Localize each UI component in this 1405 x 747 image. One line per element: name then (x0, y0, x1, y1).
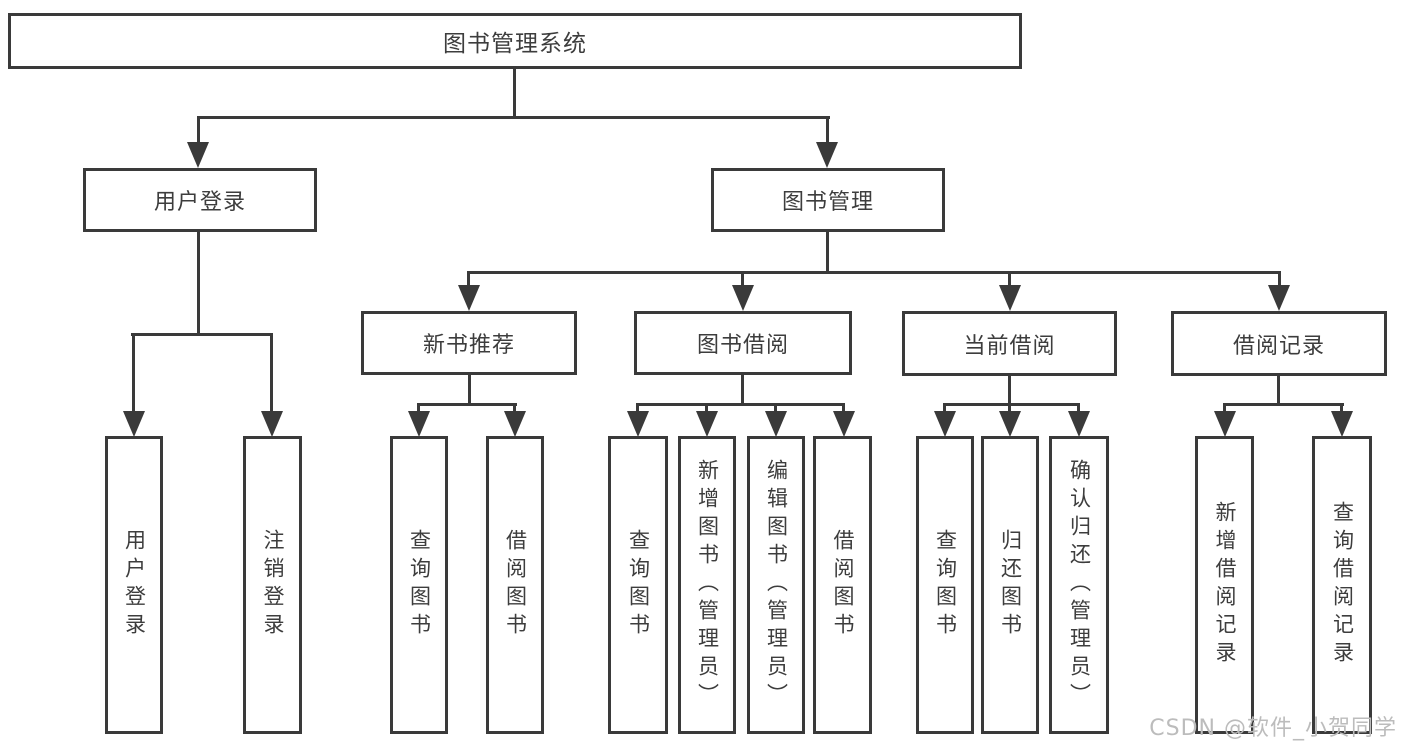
node-label: 新增借阅记录 (1213, 501, 1238, 669)
connector-drop (270, 333, 273, 412)
connector-stem (1008, 373, 1011, 405)
node-book-borrowing: 图书借阅 (634, 311, 852, 375)
node-new-book-recommendation: 新书推荐 (361, 311, 577, 375)
node-label: 当前借阅 (963, 333, 1056, 359)
node-label: 借阅图书 (831, 529, 856, 641)
leaf-add-borrow-record: 新增借阅记录 (1195, 436, 1254, 734)
node-label: 归还图书 (998, 529, 1023, 641)
connector-book-mgmt-rail (467, 271, 1281, 274)
down-arrowhead-icon (696, 411, 718, 437)
node-label: 借阅图书 (503, 529, 528, 641)
node-label: 查询图书 (626, 529, 651, 641)
down-arrowhead-icon (999, 411, 1021, 437)
down-arrowhead-icon (816, 142, 838, 168)
leaf-confirm-return-admin: 确认归还（管理员） (1049, 436, 1109, 734)
connector-drop (1077, 403, 1080, 413)
node-borrowing-records: 借阅记录 (1171, 311, 1387, 376)
connector-root-stem (513, 68, 516, 118)
node-label: 确认归还（管理员） (1067, 459, 1092, 711)
connector-book-mgmt-stem (826, 230, 829, 274)
down-arrowhead-icon (934, 411, 956, 437)
leaf-edit-books-admin: 编辑图书（管理员） (747, 436, 805, 734)
node-label: 查询图书 (407, 529, 432, 641)
node-label: 新增图书（管理员） (695, 459, 720, 711)
node-label: 图书管理 (781, 190, 874, 215)
connector-stem (468, 373, 471, 405)
node-label: 查询图书 (933, 529, 958, 641)
connector-book-mgmt-drop (826, 116, 829, 147)
connector-rail (1223, 403, 1344, 406)
node-book-management: 图书管理 (711, 168, 945, 232)
connector-drop (1278, 271, 1281, 289)
leaf-return-books: 归还图书 (981, 436, 1039, 734)
down-arrowhead-icon (1068, 411, 1090, 437)
connector-drop (1008, 403, 1011, 413)
down-arrowhead-icon (732, 285, 754, 311)
node-label: 用户登录 (122, 529, 147, 641)
connector-drop (1223, 403, 1226, 413)
leaf-borrow-books-recommend: 借阅图书 (486, 436, 544, 734)
connector-drop (774, 403, 777, 413)
down-arrowhead-icon (627, 411, 649, 437)
connector-root-rail (197, 116, 830, 119)
node-user-login: 用户登录 (83, 168, 317, 232)
connector-drop (467, 271, 470, 289)
connector-drop (132, 333, 135, 412)
node-label: 编辑图书（管理员） (764, 459, 789, 711)
connector-stem (1277, 373, 1280, 405)
node-library-management-system: 图书管理系统 (8, 13, 1022, 69)
node-label: 新书推荐 (422, 333, 515, 358)
connector-drop (842, 403, 845, 413)
leaf-borrow-books: 借阅图书 (813, 436, 872, 734)
connector-rail (417, 403, 517, 406)
node-label: 图书借阅 (696, 333, 789, 358)
down-arrowhead-icon (458, 285, 480, 311)
connector-drop (417, 403, 420, 413)
connector-drop (943, 403, 946, 413)
connector-user-login-stem (197, 230, 200, 335)
leaf-query-books-borrow: 查询图书 (608, 436, 668, 734)
node-label: 图书管理系统 (443, 31, 587, 57)
connector-drop (1008, 271, 1011, 289)
down-arrowhead-icon (1214, 411, 1236, 437)
watermark: CSDN @软件_小贺同学 (1149, 716, 1397, 741)
node-label: 用户登录 (153, 190, 246, 215)
connector-rail (636, 403, 845, 406)
connector-drop (636, 403, 639, 413)
down-arrowhead-icon (833, 411, 855, 437)
connector-rail (943, 403, 1080, 406)
leaf-query-books-recommend: 查询图书 (390, 436, 448, 734)
leaf-query-books-current: 查询图书 (916, 436, 974, 734)
down-arrowhead-icon (1268, 285, 1290, 311)
down-arrowhead-icon (504, 411, 526, 437)
leaf-logout: 注销登录 (243, 436, 302, 734)
node-label: 注销登录 (261, 529, 286, 641)
connector-user-login-rail (131, 333, 273, 336)
connector-user-login-drop (197, 116, 200, 147)
down-arrowhead-icon (408, 411, 430, 437)
connector-drop (741, 271, 744, 289)
leaf-query-borrow-record: 查询借阅记录 (1312, 436, 1372, 734)
down-arrowhead-icon (765, 411, 787, 437)
down-arrowhead-icon (1331, 411, 1353, 437)
node-label: 查询借阅记录 (1330, 501, 1355, 669)
leaf-user-login: 用户登录 (105, 436, 163, 734)
connector-drop (513, 403, 516, 413)
leaf-add-books-admin: 新增图书（管理员） (678, 436, 736, 734)
connector-drop (1340, 403, 1343, 413)
down-arrowhead-icon (187, 142, 209, 168)
down-arrowhead-icon (261, 411, 283, 437)
connector-stem (741, 373, 744, 405)
down-arrowhead-icon (999, 285, 1021, 311)
node-label: 借阅记录 (1232, 333, 1325, 359)
node-current-borrowing: 当前借阅 (902, 311, 1117, 376)
down-arrowhead-icon (123, 411, 145, 437)
connector-drop (705, 403, 708, 413)
